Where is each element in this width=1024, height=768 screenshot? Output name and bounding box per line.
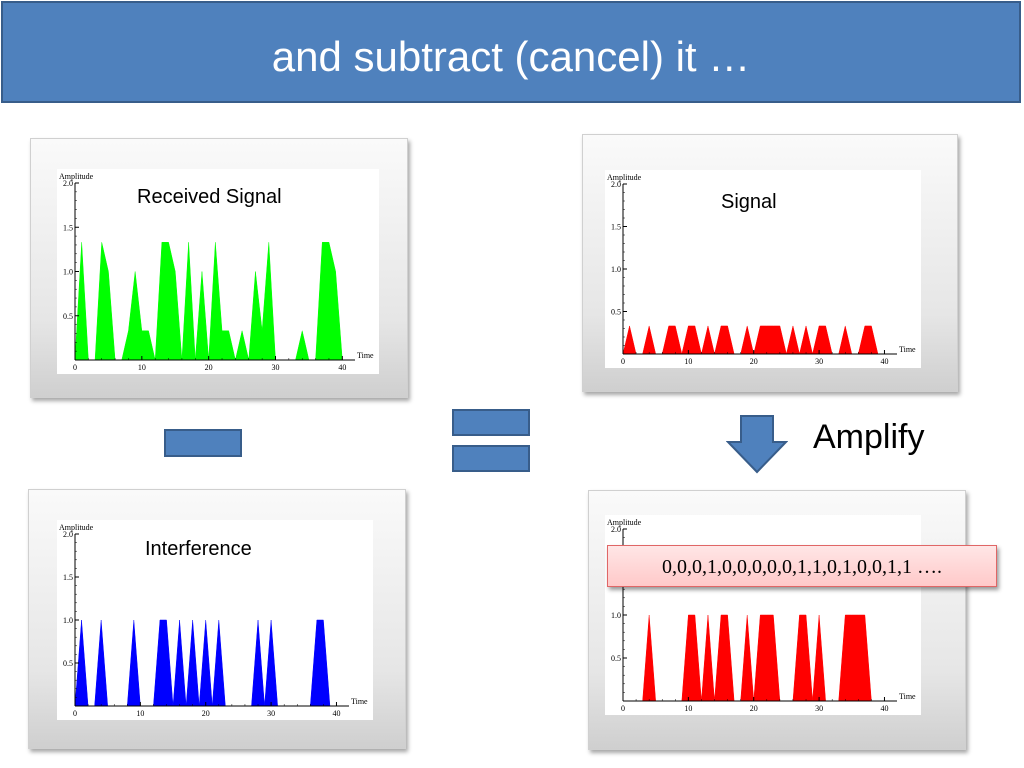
amplify-label: Amplify [813,418,925,456]
x-tick-label: 30 [815,704,823,713]
title-bar: and subtract (cancel) it … [1,1,1021,103]
x-axis-label: Time [351,697,368,706]
x-tick-label: 30 [815,357,823,366]
series-area [74,242,343,361]
equals-sign-top [452,409,530,436]
series-area [622,325,885,355]
y-tick-label: 1.5 [63,223,73,232]
y-axis-label: Amplitude [59,172,94,181]
y-tick-label: 0.5 [63,312,73,321]
x-tick-label: 20 [750,357,758,366]
x-axis-label: Time [357,351,374,360]
chart-title: Signal [721,191,777,213]
chart-title: Interference [145,538,252,560]
x-tick-label: 30 [271,363,279,372]
x-tick-label: 40 [338,363,346,372]
x-tick-label: 10 [684,357,692,366]
slide-title: and subtract (cancel) it … [271,33,751,80]
minus-sign [164,429,242,457]
equals-sign-bottom [452,445,530,472]
x-tick-label: 0 [621,357,625,366]
y-axis-label: Amplitude [607,518,642,527]
y-tick-label: 0.5 [611,654,621,663]
bit-sequence: 0,0,0,1,0,0,0,0,0,1,1,0,1,0,0,1,1 …. [662,556,942,578]
x-tick-label: 20 [205,363,213,372]
x-tick-label: 20 [202,709,210,718]
bit-sequence-box: 0,0,0,1,0,0,0,0,0,1,1,0,1,0,0,1,1 …. [607,545,997,587]
y-tick-label: 1.0 [611,265,621,274]
down-arrow-icon [726,415,788,474]
x-tick-label: 10 [684,704,692,713]
y-tick-label: 2.0 [63,179,73,188]
x-tick-label: 10 [138,363,146,372]
y-axis-label: Amplitude [59,523,94,532]
y-tick-label: 1.0 [611,611,621,620]
x-tick-label: 40 [880,704,888,713]
chart-title: Received Signal [137,186,282,208]
x-axis-label: Time [899,692,916,701]
y-tick-label: 1.0 [63,616,73,625]
y-axis-label: Amplitude [607,173,642,182]
y-tick-label: 0.5 [611,308,621,317]
series-area [623,614,885,702]
x-tick-label: 0 [73,363,77,372]
y-tick-label: 1.0 [63,268,73,277]
x-tick-label: 30 [267,709,275,718]
x-tick-label: 0 [621,704,625,713]
x-tick-label: 20 [750,704,758,713]
y-tick-label: 1.5 [611,223,621,232]
y-tick-label: 2.0 [63,530,73,539]
x-tick-label: 10 [136,709,144,718]
y-tick-label: 0.5 [63,659,73,668]
x-axis-label: Time [899,345,916,354]
y-tick-label: 1.5 [63,573,73,582]
x-tick-label: 40 [880,357,888,366]
y-tick-label: 2.0 [611,180,621,189]
series-area [74,619,337,707]
y-tick-label: 2.0 [611,525,621,534]
x-tick-label: 0 [73,709,77,718]
x-tick-label: 40 [332,709,340,718]
